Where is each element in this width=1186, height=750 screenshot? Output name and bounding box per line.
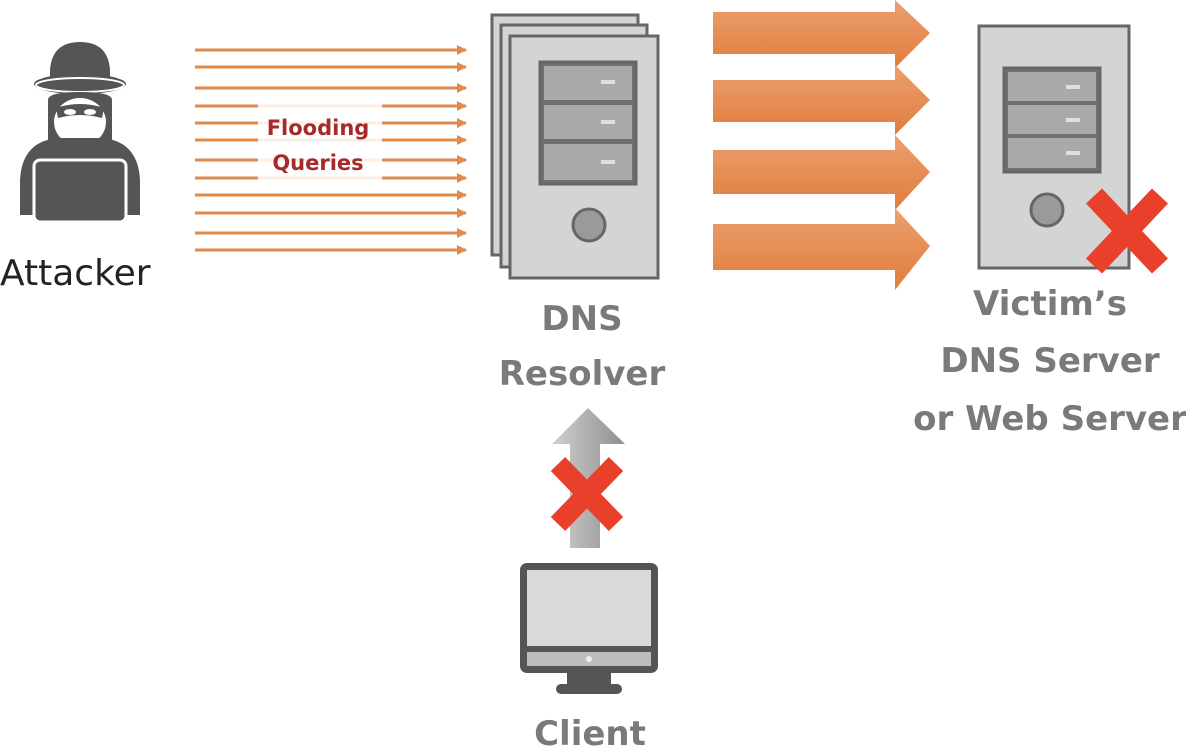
big-arrow xyxy=(713,0,930,68)
big-arrow xyxy=(713,208,930,290)
flooding-label-line1: Flooding xyxy=(267,116,370,140)
victim-label-line1: Victim’s xyxy=(973,284,1127,324)
big-arrow xyxy=(713,135,930,210)
victim-label-line3: or Web Server xyxy=(913,399,1186,439)
client-label: Client xyxy=(534,714,646,750)
big-arrow xyxy=(713,65,930,135)
dns-resolver-icon xyxy=(490,13,660,280)
resolver-label-line1: DNS xyxy=(541,299,622,339)
flooding-label-background xyxy=(258,103,382,180)
client-monitor-icon xyxy=(520,563,658,694)
attacker-icon xyxy=(20,42,140,224)
victim-blocked-x-icon xyxy=(1085,188,1169,274)
victim-label-line2: DNS Server xyxy=(940,341,1160,381)
amplified-response-arrows xyxy=(713,0,930,290)
attacker-label: Attacker xyxy=(0,253,151,294)
resolver-label-line2: Resolver xyxy=(499,354,666,394)
flooding-label-line2: Queries xyxy=(272,151,363,175)
client-blocked-x-icon xyxy=(550,457,624,531)
victim-server-icon xyxy=(977,24,1131,270)
